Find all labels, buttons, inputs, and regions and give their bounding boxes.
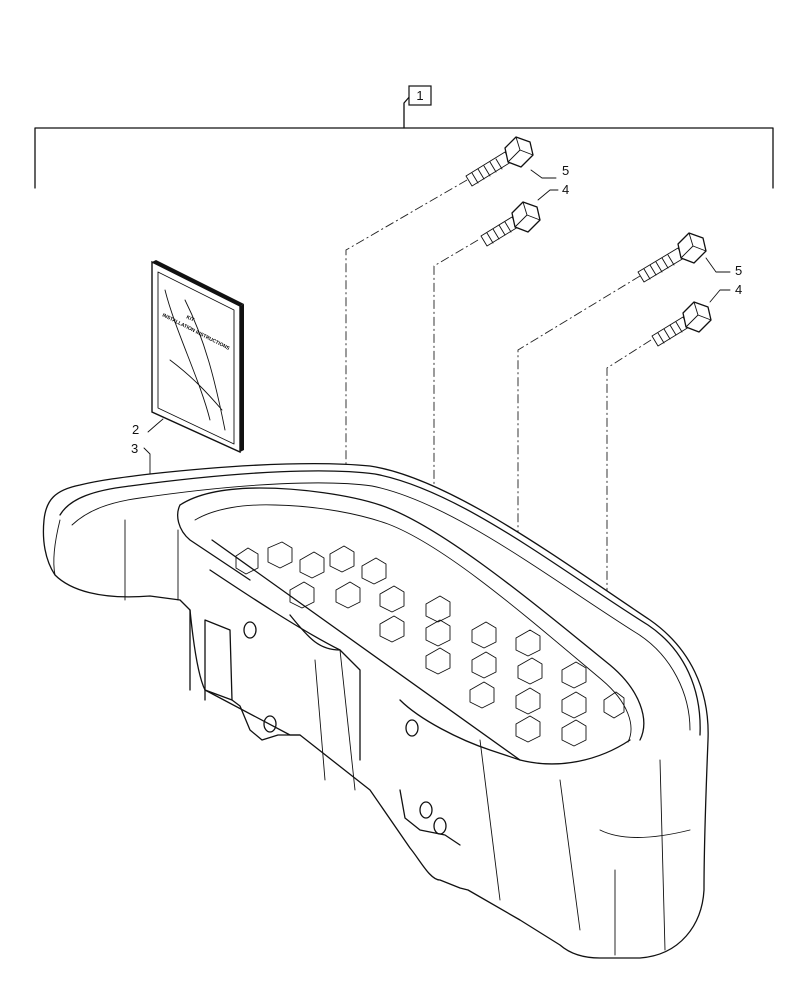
callout-4-lower[interactable]: 4 [709, 282, 742, 303]
callout-1[interactable]: 1 [408, 85, 432, 106]
bolt-upper-left [465, 136, 534, 187]
callout-2-text: 2 [132, 422, 139, 437]
bolt-mid-left [480, 201, 541, 247]
callout-5-lower-text: 5 [735, 263, 742, 278]
callout-4-lower-text: 4 [735, 282, 742, 297]
callout-5-upper-text: 5 [562, 163, 569, 178]
callout-5-lower[interactable]: 5 [705, 257, 742, 278]
callout-4-upper-text: 4 [562, 182, 569, 197]
counterweight [42, 462, 709, 959]
bolt-lower-right [651, 301, 712, 347]
callout-4-upper[interactable]: 4 [537, 182, 569, 201]
mounting-plate [204, 619, 461, 846]
callout-2[interactable]: 2 [132, 418, 164, 437]
manual-title-line1: KIT [185, 314, 195, 323]
callout-5-upper[interactable]: 5 [530, 163, 569, 179]
instruction-manual: KIT INSTALLATION INSTRUCTIONS [151, 260, 244, 454]
callout-3[interactable]: 3 [131, 441, 151, 475]
callout-3-text: 3 [131, 441, 138, 456]
honeycomb-grid [235, 541, 625, 747]
kit-bracket [34, 94, 774, 189]
bolt-upper-right [637, 232, 707, 283]
callout-1-text: 1 [416, 88, 423, 103]
